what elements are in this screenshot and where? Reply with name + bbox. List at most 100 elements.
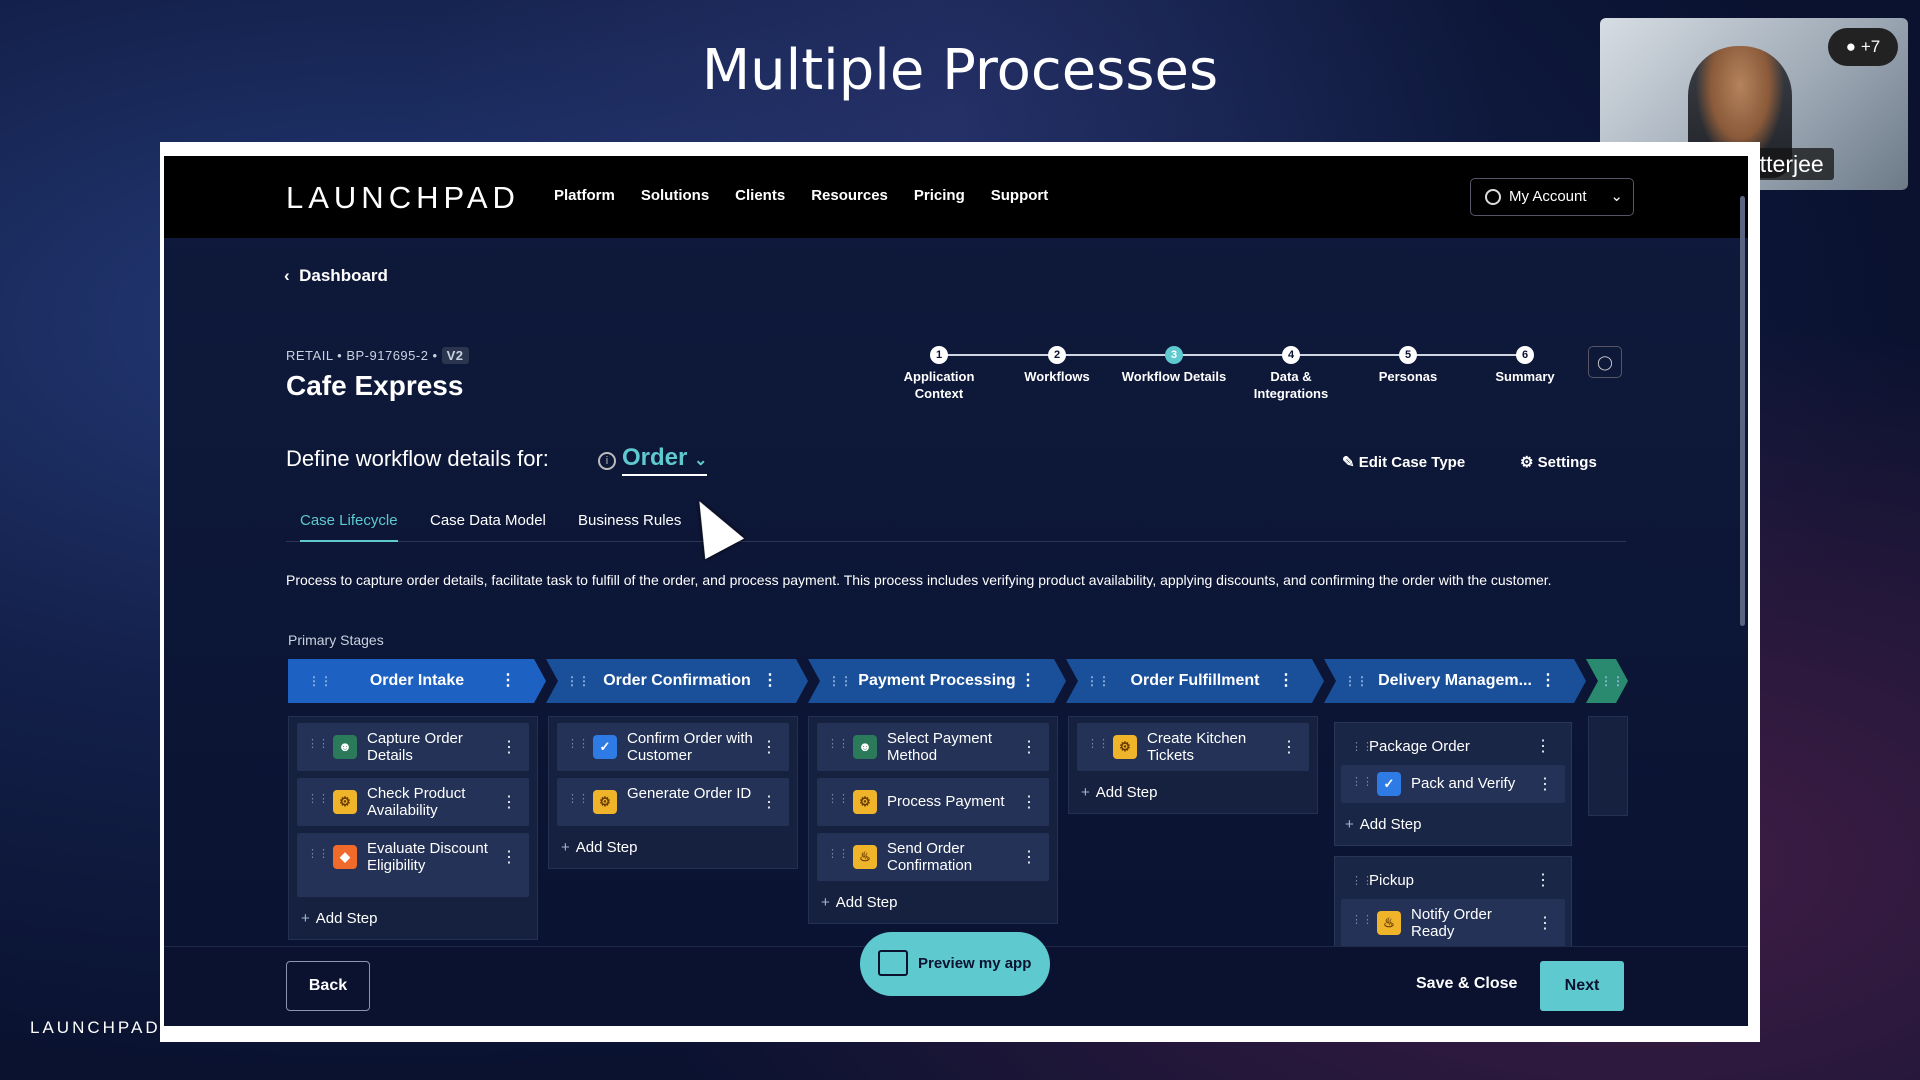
drag-handle-icon[interactable]: ⋮⋮: [828, 674, 852, 688]
step-name: Process Payment: [887, 793, 1005, 810]
step-name: Send Order Confirmation: [887, 840, 973, 874]
top-navbar: LAUNCHPAD Platform Solutions Clients Res…: [164, 156, 1748, 238]
add-step-button[interactable]: +Add Step: [1077, 778, 1309, 807]
breadcrumb-dashboard[interactable]: ‹ Dashboard: [284, 266, 388, 286]
more-icon[interactable]: ⋮: [500, 672, 516, 689]
edit-case-type-button[interactable]: ✎ Edit Case Type: [1342, 453, 1465, 471]
nav-item-solutions[interactable]: Solutions: [640, 187, 710, 204]
drag-handle-icon[interactable]: ⋮⋮: [827, 848, 849, 860]
stage-payment-processing[interactable]: ⋮⋮ Payment Processing⋮: [808, 659, 1066, 703]
nav-item-resources[interactable]: Resources: [811, 187, 888, 204]
step-card[interactable]: ⋮⋮☻Select Payment Method⋮: [817, 723, 1049, 771]
nav-item-platform[interactable]: Platform: [554, 187, 615, 204]
more-icon[interactable]: ⋮: [1021, 794, 1037, 811]
drag-handle-icon[interactable]: ⋮⋮: [308, 674, 332, 688]
settings-button[interactable]: ⚙ Settings: [1520, 453, 1597, 471]
drag-handle-icon[interactable]: ⋮⋮: [307, 793, 329, 805]
tab-business-rules[interactable]: Business Rules: [578, 512, 682, 529]
back-button[interactable]: Back: [286, 961, 370, 1011]
drag-handle-icon[interactable]: ⋮⋮: [1351, 914, 1373, 926]
stage-label: Payment Processing: [858, 672, 1016, 689]
participants-badge[interactable]: ● +7: [1828, 28, 1898, 66]
step-card[interactable]: ⋮⋮⚙Check Product Availability⋮: [297, 778, 529, 826]
more-icon[interactable]: ⋮: [1020, 672, 1036, 689]
more-icon[interactable]: ⋮: [501, 739, 517, 756]
drag-handle-icon[interactable]: ⋮⋮: [307, 738, 329, 750]
more-icon[interactable]: ⋮: [1535, 738, 1551, 755]
stage-order-confirmation[interactable]: ⋮⋮Order Confirmation⋮: [546, 659, 808, 703]
save-close-button[interactable]: Save & Close: [1416, 975, 1518, 992]
more-icon[interactable]: ⋮: [1540, 672, 1556, 689]
page-scrollbar[interactable]: [1740, 196, 1745, 626]
add-step-button[interactable]: +Add Step: [557, 833, 789, 862]
primary-stages-label: Primary Stages: [288, 632, 384, 648]
drag-handle-icon[interactable]: ⋮⋮: [1351, 776, 1373, 788]
group-header[interactable]: ⋮⋮Pickup⋮: [1341, 863, 1565, 899]
case-type-dropdown[interactable]: Order ⌄: [622, 444, 708, 476]
more-icon[interactable]: ⋮: [762, 672, 778, 689]
more-icon[interactable]: ⋮: [1537, 776, 1553, 793]
more-icon[interactable]: ⋮: [1535, 872, 1551, 889]
nav-item-pricing[interactable]: Pricing: [913, 187, 965, 204]
drag-handle-icon[interactable]: ⋮⋮: [567, 738, 589, 750]
add-step-button[interactable]: +Add Step: [1341, 810, 1565, 839]
step-card[interactable]: ⋮⋮♨Notify Order Ready⋮: [1341, 899, 1565, 947]
more-icon[interactable]: ⋮: [761, 794, 777, 811]
step-card[interactable]: ⋮⋮⚙Process Payment⋮: [817, 778, 1049, 826]
drag-handle-icon[interactable]: ⋮⋮: [1087, 738, 1109, 750]
step-card[interactable]: ⋮⋮♨Send Order Confirmation⋮: [817, 833, 1049, 881]
tab-case-data-model[interactable]: Case Data Model: [430, 512, 546, 529]
drag-handle-icon[interactable]: ⋮⋮: [566, 674, 590, 688]
my-account-button[interactable]: My Account ⌄: [1470, 178, 1634, 216]
preview-app-button[interactable]: Preview my app: [860, 932, 1050, 996]
drag-handle-icon[interactable]: ⋮⋮: [827, 738, 849, 750]
next-button[interactable]: Next: [1540, 961, 1624, 1011]
group-header[interactable]: ⋮⋮Package Order⋮: [1341, 729, 1565, 765]
info-icon[interactable]: i: [598, 452, 616, 470]
more-icon[interactable]: ⋮: [1281, 739, 1297, 756]
step-card[interactable]: ⋮⋮✓Confirm Order with Customer⋮: [557, 723, 789, 771]
more-icon[interactable]: ⋮: [1278, 672, 1294, 689]
automation-icon: ⚙: [333, 790, 357, 814]
step-card[interactable]: ⋮⋮⚙Generate Order ID⋮: [557, 778, 789, 826]
nav-item-support[interactable]: Support: [990, 187, 1049, 204]
add-step-button[interactable]: +Add Step: [297, 904, 529, 933]
chat-button[interactable]: ◯: [1588, 346, 1622, 378]
step-card[interactable]: ⋮⋮◆Evaluate Discount Eligibility⋮: [297, 833, 529, 897]
drag-handle-icon[interactable]: ⋮⋮: [1600, 674, 1624, 688]
stage-delivery-management[interactable]: ⋮⋮Delivery Managem...⋮: [1324, 659, 1586, 703]
step-card[interactable]: ⋮⋮☻Capture Order Details⋮: [297, 723, 529, 771]
launchpad-logo[interactable]: LAUNCHPAD: [286, 180, 520, 215]
tab-case-lifecycle[interactable]: Case Lifecycle: [300, 512, 398, 542]
nav-item-clients[interactable]: Clients: [735, 187, 786, 204]
nav-menu: Platform Solutions Clients Resources Pri…: [554, 187, 1048, 204]
stage-order-fulfillment[interactable]: ⋮⋮Order Fulfillment⋮: [1066, 659, 1324, 703]
drag-handle-icon[interactable]: ⋮⋮: [827, 793, 849, 805]
drag-handle-icon[interactable]: ⋮⋮: [1351, 875, 1373, 887]
step-number: 1: [930, 346, 948, 364]
add-step-button[interactable]: +Add Step: [817, 888, 1049, 917]
case-type-value: Order: [622, 444, 688, 471]
drag-handle-icon[interactable]: ⋮⋮: [567, 793, 589, 805]
drag-handle-icon[interactable]: ⋮⋮: [307, 848, 329, 860]
drag-handle-icon[interactable]: ⋮⋮: [1086, 674, 1110, 688]
plus-icon: +: [1345, 816, 1354, 833]
more-icon[interactable]: ⋮: [501, 849, 517, 866]
step-card[interactable]: ⋮⋮⚙Create Kitchen Tickets⋮: [1077, 723, 1309, 771]
more-icon[interactable]: ⋮: [761, 739, 777, 756]
step-card[interactable]: ⋮⋮✓Pack and Verify⋮: [1341, 765, 1565, 803]
drag-handle-icon[interactable]: ⋮⋮: [1351, 741, 1373, 753]
stage-next-partial[interactable]: ⋮⋮: [1586, 659, 1628, 703]
more-icon[interactable]: ⋮: [1537, 915, 1553, 932]
more-icon[interactable]: ⋮: [1021, 739, 1037, 756]
more-icon[interactable]: ⋮: [501, 794, 517, 811]
stage-order-intake[interactable]: ⋮⋮Order Intake⋮: [288, 659, 546, 703]
drag-handle-icon[interactable]: ⋮⋮: [1344, 674, 1368, 688]
more-icon[interactable]: ⋮: [1021, 849, 1037, 866]
